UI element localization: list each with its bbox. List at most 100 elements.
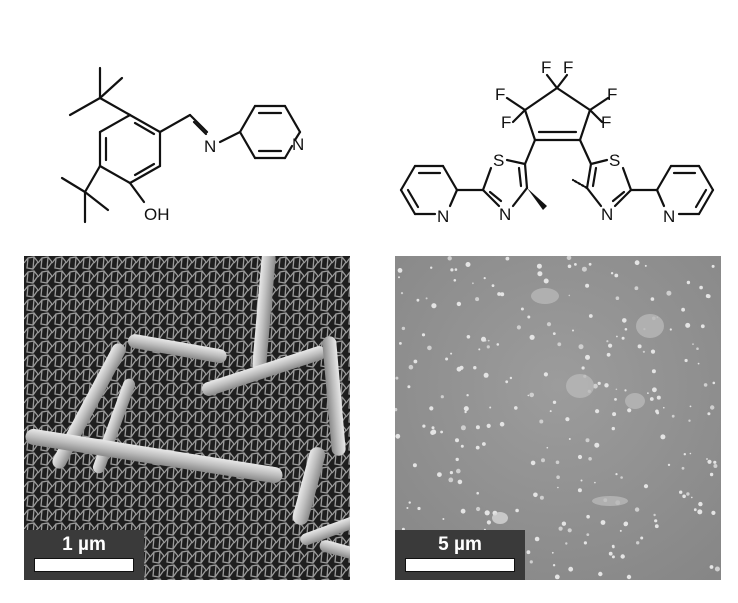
particle xyxy=(615,388,618,391)
particle xyxy=(460,508,466,514)
fluorine-4: F xyxy=(501,113,511,132)
particle xyxy=(486,520,491,525)
particle xyxy=(412,463,417,468)
particle xyxy=(460,444,464,448)
particle xyxy=(568,566,574,572)
particle xyxy=(614,398,617,401)
particle xyxy=(697,362,700,365)
fluorine-6: F xyxy=(601,113,611,132)
particle xyxy=(620,476,623,479)
particle xyxy=(608,551,613,556)
particle xyxy=(406,507,409,509)
particle xyxy=(711,510,716,515)
particle xyxy=(606,340,609,343)
particle xyxy=(706,458,708,460)
particle xyxy=(692,343,694,345)
particle xyxy=(566,255,572,261)
particle xyxy=(533,492,538,498)
particle xyxy=(466,394,469,397)
particle xyxy=(656,411,660,415)
particle xyxy=(565,417,570,422)
particle xyxy=(697,509,703,515)
particle xyxy=(475,297,480,302)
sem-image-right: 5 µm xyxy=(393,255,721,580)
particle xyxy=(684,358,688,363)
particle xyxy=(543,372,548,377)
particle xyxy=(654,519,658,523)
particle xyxy=(472,282,474,285)
particle xyxy=(489,406,492,409)
particle xyxy=(450,352,453,355)
particle xyxy=(612,412,617,417)
scale-bar-box-left: 1 µm xyxy=(24,530,144,580)
particle xyxy=(440,430,443,434)
particle xyxy=(651,369,656,374)
particle xyxy=(430,430,435,435)
pyridine-ring xyxy=(238,104,302,160)
particle xyxy=(688,419,691,422)
particle xyxy=(539,419,544,424)
particle xyxy=(465,262,471,267)
imine-linker xyxy=(158,113,209,136)
particle xyxy=(671,414,675,418)
particle xyxy=(478,348,481,351)
smooth-substrate xyxy=(395,256,721,580)
particle xyxy=(612,545,615,549)
particle xyxy=(640,536,644,540)
particle xyxy=(397,268,403,273)
fluorine-2: F xyxy=(563,60,573,77)
particle xyxy=(455,438,459,443)
particle xyxy=(679,490,683,494)
particles xyxy=(393,255,720,580)
particle xyxy=(527,315,531,319)
particle xyxy=(710,405,715,410)
particle xyxy=(456,468,461,474)
particle xyxy=(463,406,469,412)
particle xyxy=(581,366,585,370)
particle xyxy=(597,381,601,385)
particle xyxy=(445,357,449,361)
particle xyxy=(516,325,521,330)
particle xyxy=(580,479,583,482)
particle xyxy=(600,520,606,525)
particle xyxy=(681,307,685,312)
particle xyxy=(401,326,406,331)
particle xyxy=(447,256,452,261)
scale-bar-box-right: 5 µm xyxy=(395,530,525,580)
particle xyxy=(481,336,486,342)
particle xyxy=(422,424,426,428)
left-molecule-svg: OH N N xyxy=(60,66,304,224)
scale-label-left: 1 µm xyxy=(62,534,106,555)
aggregates xyxy=(492,288,664,524)
tert-butyl-top xyxy=(68,66,132,117)
particle xyxy=(634,260,640,266)
particle xyxy=(534,536,540,542)
particle xyxy=(475,445,480,450)
particle xyxy=(642,350,645,353)
particle xyxy=(543,278,549,284)
perfluorocyclopentene-ring xyxy=(523,86,592,142)
particle xyxy=(714,566,720,572)
particle xyxy=(484,510,490,516)
particle xyxy=(546,446,549,449)
particle xyxy=(693,508,697,512)
particle xyxy=(476,491,479,495)
particle xyxy=(585,438,590,443)
particle xyxy=(588,262,592,266)
particle xyxy=(537,271,543,277)
particle xyxy=(482,442,486,446)
particle xyxy=(593,383,598,389)
scale-bar-right xyxy=(405,558,515,572)
particle xyxy=(586,514,590,519)
particle xyxy=(442,518,445,520)
particle xyxy=(505,256,510,261)
particle xyxy=(549,410,552,413)
particle xyxy=(653,513,656,517)
fluorine-3: F xyxy=(495,85,505,104)
particle xyxy=(557,486,559,489)
particle xyxy=(556,475,560,479)
particle xyxy=(500,292,505,297)
tert-butyl-bottom xyxy=(60,164,110,224)
particle xyxy=(650,297,655,301)
particle xyxy=(457,479,463,485)
